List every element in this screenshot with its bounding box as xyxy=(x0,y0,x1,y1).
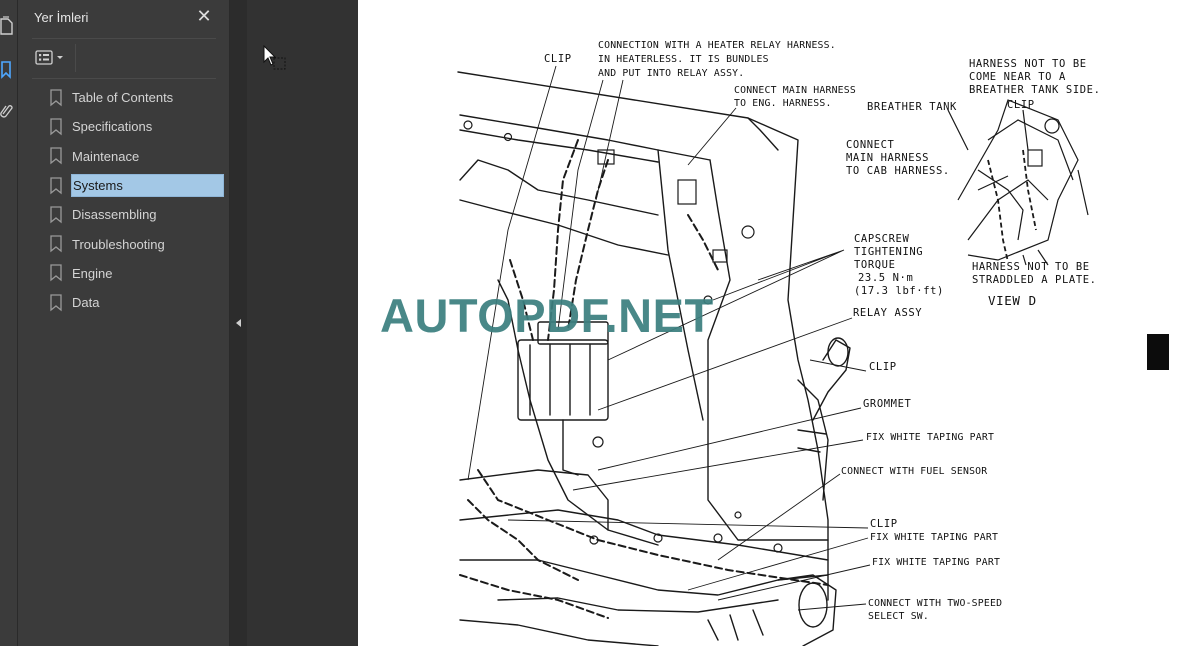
callout-grommet: GROMMET xyxy=(863,398,912,410)
callout-clip-3: CLIP xyxy=(870,518,898,530)
callout-capscrew-line2: TIGHTENING xyxy=(854,246,923,258)
callout-taping-1: FIX WHITE TAPING PART xyxy=(866,432,994,443)
callout-straddle-line1: HARNESS NOT TO BE xyxy=(972,261,1090,273)
close-icon[interactable]: ✕ xyxy=(196,6,212,26)
bookmark-label: Systems xyxy=(71,174,224,198)
callout-capscrew-line5: (17.3 lbf·ft) xyxy=(854,285,944,297)
bookmarks-icon[interactable] xyxy=(0,60,14,80)
callout-two-speed-line1: CONNECT WITH TWO-SPEED xyxy=(868,598,1002,609)
divider xyxy=(75,44,76,72)
bookmark-ribbon-icon xyxy=(50,88,62,106)
callout-clip-2: CLIP xyxy=(869,361,897,373)
bookmark-label: Data xyxy=(72,295,100,311)
callout-taping-2: FIX WHITE TAPING PART xyxy=(870,532,998,543)
chevron-left-icon[interactable] xyxy=(233,315,245,331)
callout-clip-d: CLIP xyxy=(1007,99,1035,111)
bookmark-options-icon xyxy=(35,50,63,65)
callout-breather: BREATHER TANK xyxy=(867,101,957,113)
page-edge-mark xyxy=(1147,334,1169,370)
callout-main-line2: TO ENG. HARNESS. xyxy=(734,98,832,109)
bookmark-label: Troubleshooting xyxy=(72,236,165,252)
bookmark-item[interactable]: Troubleshooting xyxy=(46,229,226,258)
callout-taping-3: FIX WHITE TAPING PART xyxy=(872,557,1000,568)
callout-clip-top: CLIP xyxy=(544,53,572,65)
callout-cab-line2: MAIN HARNESS xyxy=(846,152,929,164)
callout-cab-line3: TO CAB HARNESS. xyxy=(846,165,950,177)
bookmark-item[interactable]: Disassembling xyxy=(46,200,226,229)
bookmark-label: Specifications xyxy=(72,119,153,135)
bookmark-ribbon-icon xyxy=(50,176,62,194)
wiring-diagram: CLIP CONNECTION WITH A HEATER RELAY HARN… xyxy=(457,40,1101,646)
callout-near-line3: BREATHER TANK SIDE. xyxy=(969,84,1101,96)
bookmark-item[interactable]: Maintenace xyxy=(46,142,226,171)
panel-title: Yer İmleri xyxy=(34,10,89,25)
callout-two-speed-line2: SELECT SW. xyxy=(868,611,929,622)
bookmark-ribbon-icon xyxy=(50,206,62,224)
callout-heater-line2: IN HEATERLESS. IT IS BUNDLES xyxy=(598,54,769,65)
bookmark-item[interactable]: Data xyxy=(46,288,226,317)
bookmark-ribbon-icon xyxy=(50,235,62,253)
document-viewport-margin xyxy=(247,0,358,646)
pointer-cursor-icon xyxy=(263,45,286,70)
callout-heater-line3: AND PUT INTO RELAY ASSY. xyxy=(598,68,744,79)
bookmark-item[interactable]: Specifications xyxy=(46,112,226,141)
watermark-text: AUTOPDF.NET xyxy=(380,289,714,342)
bookmark-label: Disassembling xyxy=(72,207,157,223)
callout-fuel-sensor: CONNECT WITH FUEL SENSOR xyxy=(841,466,987,477)
bookmark-label: Engine xyxy=(72,265,113,281)
bookmark-ribbon-icon xyxy=(50,118,62,136)
divider xyxy=(32,78,216,79)
document-page: CLIP CONNECTION WITH A HEATER RELAY HARN… xyxy=(358,0,1200,646)
callout-capscrew-line1: CAPSCREW xyxy=(854,233,909,245)
callout-relay: RELAY ASSY xyxy=(853,307,922,319)
bookmark-item[interactable]: Systems xyxy=(46,171,226,200)
callout-near-line2: COME NEAR TO A xyxy=(969,71,1066,83)
divider xyxy=(32,38,216,39)
attachments-icon[interactable] xyxy=(0,100,14,120)
bookmark-item[interactable]: Table of Contents xyxy=(46,83,226,112)
view-d-label: VIEW D xyxy=(988,293,1037,308)
callout-heater-line1: CONNECTION WITH A HEATER RELAY HARNESS. xyxy=(598,40,836,51)
callout-cab-line1: CONNECT xyxy=(846,139,895,151)
bookmark-item[interactable]: Engine xyxy=(46,259,226,288)
callout-capscrew-line3: TORQUE xyxy=(854,259,896,271)
bookmark-options-button[interactable] xyxy=(34,47,72,69)
bookmark-label: Maintenace xyxy=(72,148,140,164)
callout-capscrew-line4: 23.5 N·m xyxy=(858,272,913,284)
bookmark-label: Table of Contents xyxy=(72,90,174,106)
navigation-rail xyxy=(0,0,18,646)
bookmark-ribbon-icon xyxy=(50,147,62,165)
callout-straddle-line2: STRADDLED A PLATE. xyxy=(972,274,1097,286)
callout-near-line1: HARNESS NOT TO BE xyxy=(969,58,1087,70)
bookmark-ribbon-icon xyxy=(50,264,62,282)
page-thumbnails-icon[interactable] xyxy=(0,16,14,36)
panel-splitter[interactable] xyxy=(230,0,247,646)
callout-main-line1: CONNECT MAIN HARNESS xyxy=(734,85,856,96)
bookmark-ribbon-icon xyxy=(50,294,62,312)
